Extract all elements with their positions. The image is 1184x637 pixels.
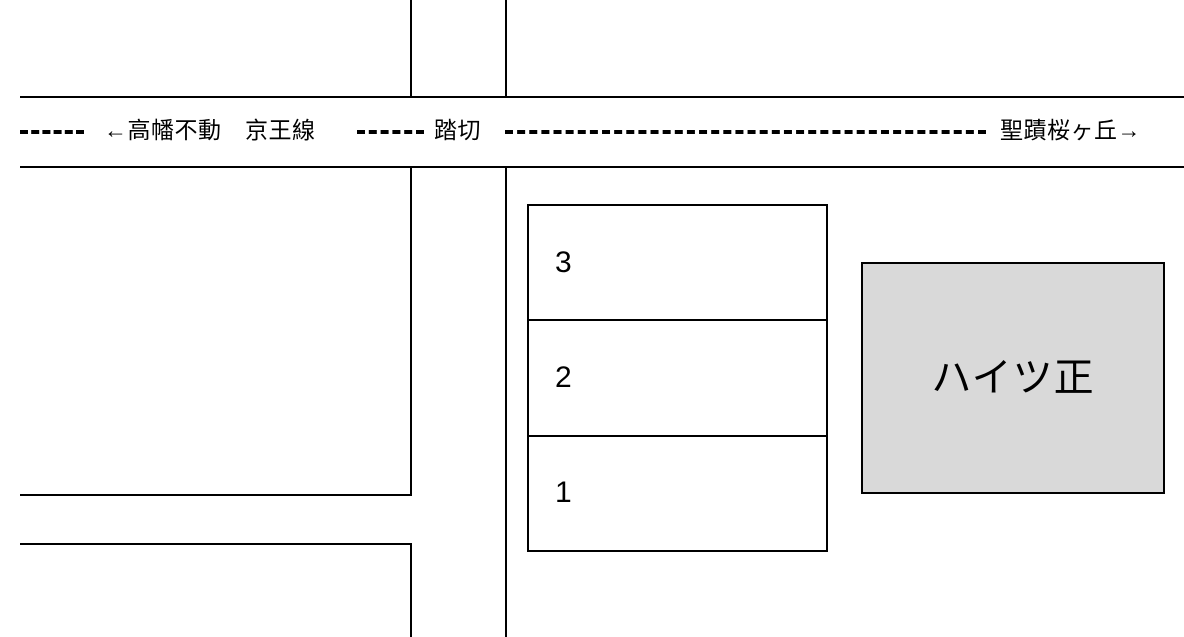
parking-stall: 3 <box>529 206 826 322</box>
railway-direction-label-west: ←高幡不動 京王線 <box>104 117 316 143</box>
building-name-label: ハイツ正 <box>931 356 1095 400</box>
parking-stall-number: 3 <box>555 245 572 279</box>
road-vertical-west-south-lower-segment <box>410 543 412 637</box>
parking-stall: 1 <box>529 437 826 550</box>
railway-direction-label-east: 聖蹟桜ヶ丘→ <box>1000 117 1141 143</box>
parking-stall-number: 2 <box>555 360 572 394</box>
parking-stall-number: 1 <box>555 476 572 510</box>
railway-track-segment-west <box>20 130 84 134</box>
road-vertical-west-south-upper-segment <box>410 166 412 494</box>
road-branch-southwest-north-edge <box>20 494 412 496</box>
railway-track-segment-middle <box>357 130 424 134</box>
road-vertical-west-north-segment <box>410 0 412 96</box>
road-branch-southwest-south-edge <box>20 543 412 545</box>
railway-corridor-bottom-line <box>20 166 1184 168</box>
road-vertical-east-north-segment <box>505 0 507 96</box>
road-vertical-east-south-segment <box>505 166 507 637</box>
railway-track-segment-east <box>505 130 986 134</box>
building-block: ハイツ正 <box>861 262 1165 494</box>
railway-corridor-top-line <box>20 96 1184 98</box>
parking-lot: 3 2 1 <box>527 204 828 552</box>
railway-crossing-label: 踏切 <box>434 117 481 143</box>
parking-stall: 2 <box>529 321 826 437</box>
